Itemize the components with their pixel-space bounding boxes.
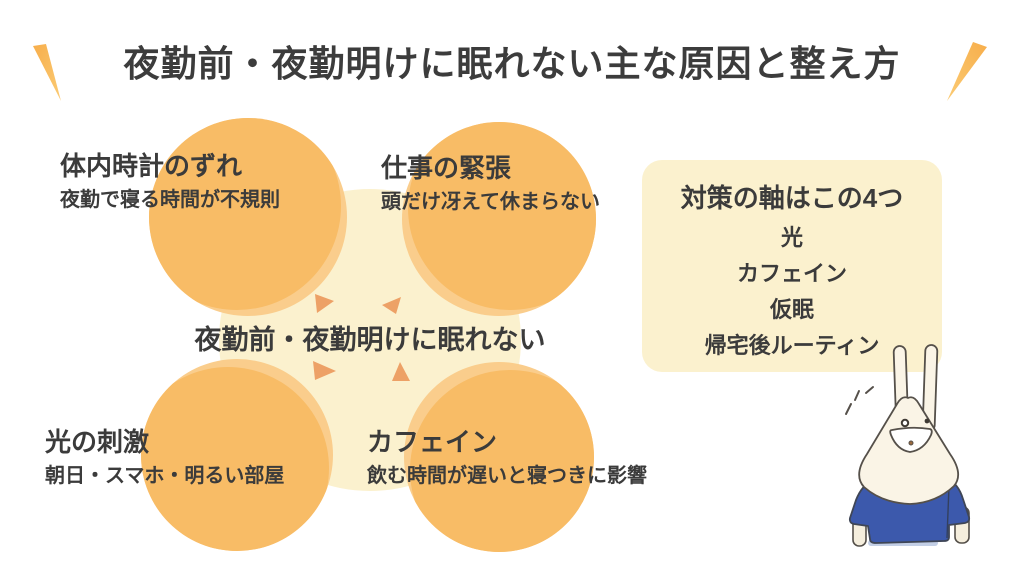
countermeasure-item-light: 光: [780, 225, 803, 250]
cause-bubble-body-clock: [149, 118, 347, 316]
countermeasures-title: 対策の軸はこの4つ: [680, 183, 904, 213]
right-eye-icon: [924, 418, 930, 424]
cause-desc: 頭だけ冴えて休まらない: [381, 191, 600, 213]
sparkle-lines-icon: [845, 386, 874, 415]
cause-title: 体内時計のずれ: [60, 151, 243, 181]
cause-title: カフェイン: [367, 427, 498, 457]
countermeasure-item-nap: 仮眠: [769, 297, 814, 322]
cause-desc: 夜勤で寝る時間が不規則: [60, 189, 280, 211]
cause-title: 仕事の緊張: [381, 153, 512, 183]
shirt-seam: [946, 485, 950, 539]
left-eye-icon: [900, 418, 910, 428]
countermeasures-box: 対策の軸はこの4つ 光 カフェイン 仮眠 帰宅後ルーティン: [642, 160, 942, 372]
countermeasures-list: 光 カフェイン 仮眠 帰宅後ルーティン: [642, 220, 942, 364]
countermeasure-item-caffeine: カフェイン: [736, 261, 847, 286]
cause-caffeine: カフェイン 飲む時間が遅いと寝つきに影響: [367, 426, 647, 489]
cause-desc: 飲む時間が遅いと寝つきに影響: [367, 465, 647, 487]
title-accent-left-icon: [33, 44, 61, 101]
smile-mouth-icon: [889, 426, 933, 453]
cause-desc: 朝日・スマホ・明るい部屋: [45, 465, 285, 487]
countermeasure-item-routine: 帰宅後ルーティン: [704, 333, 880, 358]
cause-light: 光の刺激 朝日・スマホ・明るい部屋: [45, 426, 284, 489]
cause-title: 光の刺激: [45, 427, 150, 457]
cause-bubble-light: [141, 359, 333, 551]
mouth-detail: [908, 440, 914, 446]
cause-bubble-caffeine: [404, 362, 594, 552]
cause-work-tension: 仕事の緊張 頭だけ冴えて休まらない: [381, 152, 600, 215]
center-problem-label: 夜勤前・夜勤明けに眠れない: [194, 325, 546, 355]
title-accent-right-icon: [947, 42, 987, 101]
cause-body-clock: 体内時計のずれ 夜勤で寝る時間が不規則: [60, 150, 280, 213]
title-banner: 夜勤前・夜勤明けに眠れない主な原因と整え方: [0, 40, 1024, 88]
cause-bubble-work-tension: [402, 122, 596, 316]
rabbit-nurse-mascot-icon: [845, 344, 971, 547]
page-title: 夜勤前・夜勤明けに眠れない主な原因と整え方: [123, 43, 901, 84]
